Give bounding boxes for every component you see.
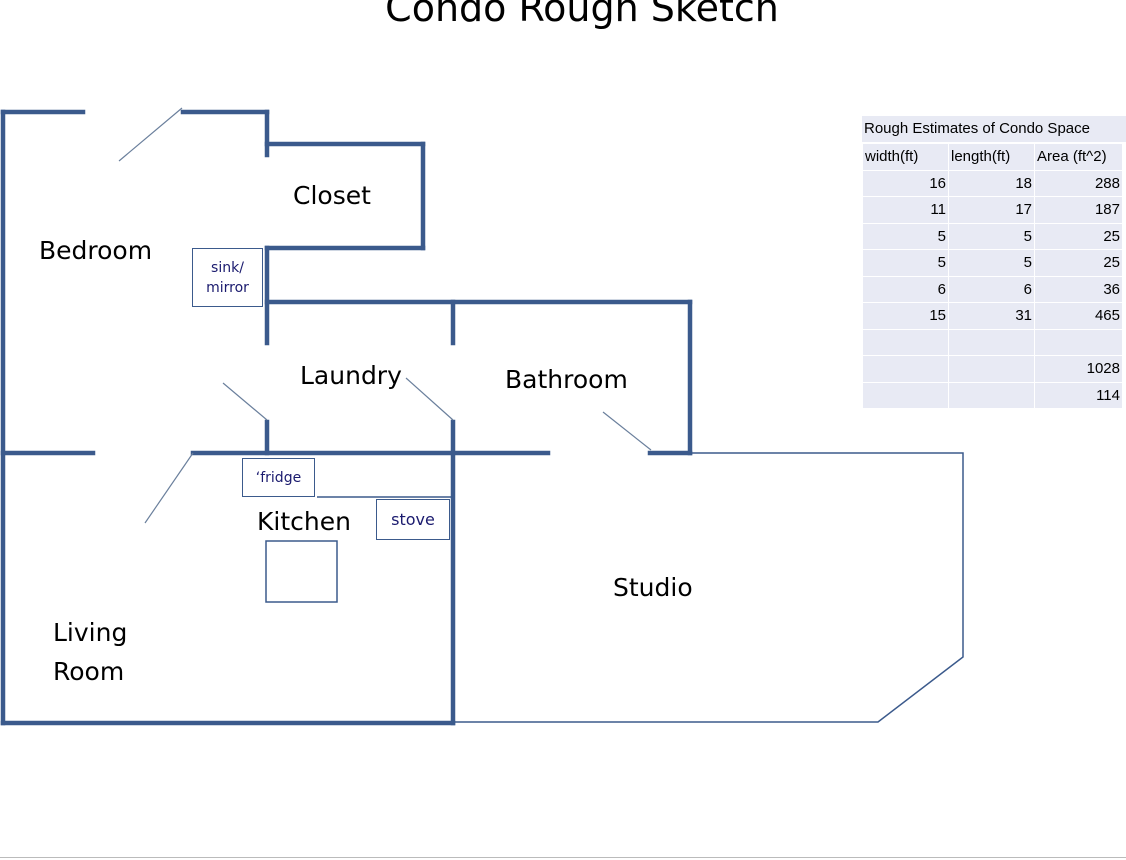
room-label-living: Living [53,618,128,647]
table-cell: 25 [1034,222,1123,250]
table-header-row: width(ft) length(ft) Area (ft^2) [862,143,1123,171]
table-cell: 6 [862,275,949,303]
kitchen-island [265,540,338,603]
sink-mirror-box: sink/ mirror [192,248,263,307]
door-swing [222,382,268,421]
mirror-label: mirror [206,279,249,296]
table-cell: 5 [948,249,1035,277]
table-cell: 17 [948,196,1035,224]
table-cell: 465 [1034,302,1123,330]
table-cell: 16 [862,169,949,197]
door-swing [118,107,183,162]
table-cell [862,381,949,409]
table-cell: 11 [862,196,949,224]
room-label-studio: Studio [613,573,693,602]
table-cell [862,355,949,383]
table-cell: 31 [948,302,1035,330]
thin-lines [265,452,964,723]
divider [0,857,1126,858]
room-label-bedroom: Bedroom [39,236,153,265]
fridge-box: ‘fridge [242,458,315,497]
stove-box: stove [376,499,450,540]
table-row [862,328,1123,356]
table-cell: 288 [1034,169,1123,197]
walls [0,109,693,726]
header-area: Area (ft^2) [1034,143,1123,171]
studio-outline [453,452,964,723]
table-cell: 6 [948,275,1035,303]
header-width: width(ft) [862,143,949,171]
table-cell: 18 [948,169,1035,197]
table-cell: 187 [1034,196,1123,224]
door-swing [405,377,454,421]
door-swing [144,452,194,524]
table-cell: 114 [1034,381,1123,409]
table-cell: 5 [862,249,949,277]
sink-label: sink/ [211,260,244,276]
room-label-room: Room [53,657,125,686]
doors [118,107,652,524]
table-cell: 5 [948,222,1035,250]
table-cell: 5 [862,222,949,250]
room-label-kitchen: Kitchen [257,507,351,536]
table-cell [948,355,1035,383]
table-caption: Rough Estimates of Condo Space [862,116,1126,142]
table-cell [948,328,1035,356]
table-cell: 36 [1034,275,1123,303]
diagram-title: Condo Rough Sketch [385,0,779,30]
table-cell [1034,328,1123,356]
table-row: 114 [862,381,1123,409]
table-row: 1028 [862,355,1123,383]
room-label-closet: Closet [293,181,371,210]
table-cell: 15 [862,302,949,330]
table-cell [948,381,1035,409]
table-cell: 1028 [1034,355,1123,383]
room-label-bathroom: Bathroom [505,365,628,394]
door-swing [602,411,652,451]
header-length: length(ft) [948,143,1035,171]
table-cell: 25 [1034,249,1123,277]
table-cell [862,328,949,356]
room-label-laundry: Laundry [300,361,402,390]
